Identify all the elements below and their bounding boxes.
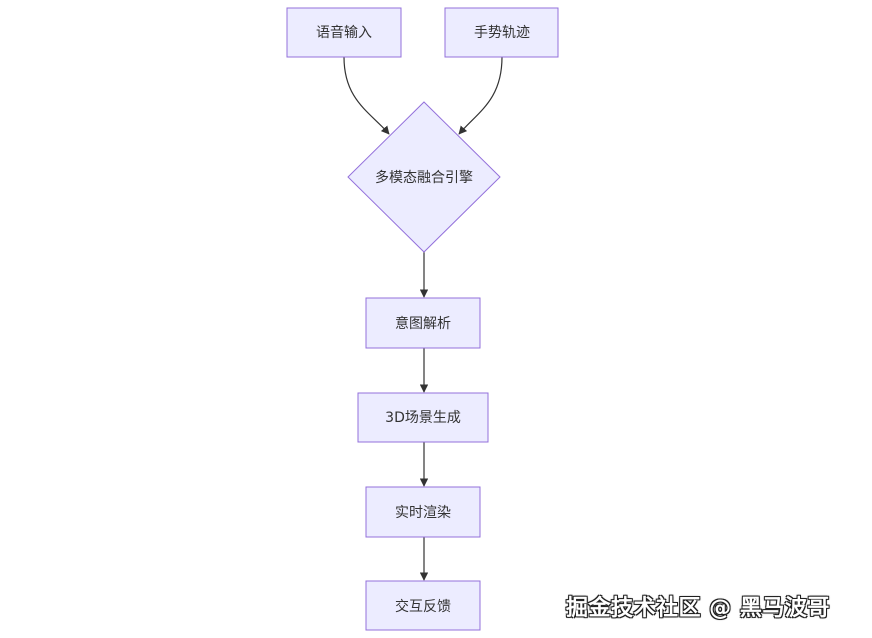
node-intent-parsing-label: 意图解析 bbox=[395, 315, 451, 332]
node-gesture-trajectory: 手势轨迹 bbox=[444, 7, 559, 58]
node-voice-input-label: 语音输入 bbox=[316, 24, 372, 41]
node-fusion-engine: 多模态融合引擎 bbox=[347, 101, 501, 253]
watermark: 掘金技术社区 @ 黑马波哥 bbox=[566, 596, 830, 621]
edge-gesture-to-fusion bbox=[458, 56, 503, 135]
node-realtime-rendering-label: 实时渲染 bbox=[395, 505, 451, 521]
node-interaction-feedback-label: 交互反馈 bbox=[395, 598, 451, 615]
node-scene-generation: 3D场景生成 bbox=[357, 392, 489, 443]
node-voice-input: 语音输入 bbox=[286, 7, 402, 58]
node-scene-generation-label: 3D场景生成 bbox=[385, 410, 461, 426]
node-fusion-engine-label: 多模态融合引擎 bbox=[375, 169, 473, 186]
node-gesture-trajectory-label: 手势轨迹 bbox=[474, 25, 530, 41]
node-realtime-rendering: 实时渲染 bbox=[365, 486, 481, 538]
node-intent-parsing: 意图解析 bbox=[365, 297, 481, 349]
edge-voice-to-fusion bbox=[343, 56, 390, 135]
node-interaction-feedback: 交互反馈 bbox=[365, 580, 481, 631]
